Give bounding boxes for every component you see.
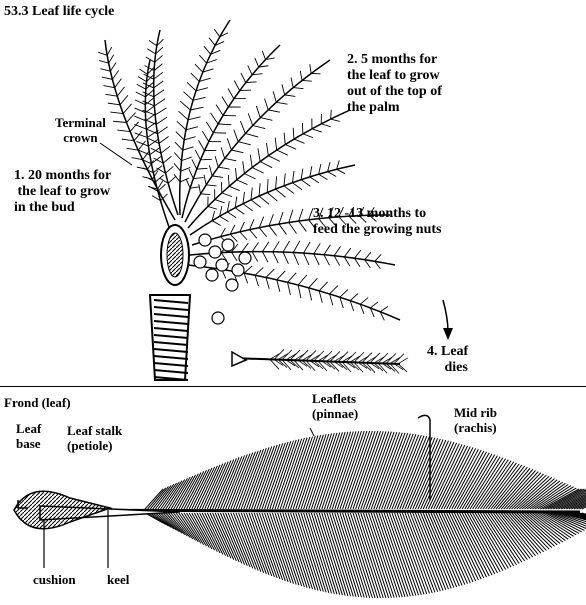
falling-arrow [442, 299, 453, 340]
palm-nuts [193, 233, 252, 325]
label-cushion: cushion [33, 572, 76, 587]
label-terminal-crown: Terminal crown [55, 115, 106, 145]
label-leaflets: Leaflets (pinnae) [312, 391, 359, 421]
label-stage-4: 4. Leaf dies [427, 344, 469, 376]
panel-divider [0, 386, 586, 387]
label-mid-rib: Mid rib (rachis) [454, 405, 497, 435]
label-leaf-stalk: Leaf stalk (petiole) [67, 423, 123, 453]
label-leaf-base: Leaf base [16, 421, 42, 451]
frond-illustration [13, 414, 586, 599]
terminal-crown-pointer [99, 142, 133, 166]
top-panel-title: 53.3 Leaf life cycle [4, 4, 115, 19]
leaflets-pointer [309, 427, 315, 437]
dying-leaf [231, 349, 409, 374]
frond-leaf-base [13, 490, 113, 530]
palm-spathe [160, 224, 190, 286]
leaf-base-pointer [17, 500, 28, 509]
palm-trunk [148, 294, 192, 381]
mid-rib-pointer [417, 414, 431, 500]
label-stage-3: 3. 12 -13 months to feed the growing nut… [313, 206, 442, 238]
label-stage-2: 2. 5 months for the leaf to grow out of … [347, 52, 442, 116]
label-stage-1: 1. 20 months for the leaf to grow in the… [14, 168, 112, 216]
palm-crown-leaves [98, 19, 401, 321]
bottom-panel-title: Frond (leaf) [4, 395, 71, 410]
label-keel: keel [107, 572, 130, 587]
